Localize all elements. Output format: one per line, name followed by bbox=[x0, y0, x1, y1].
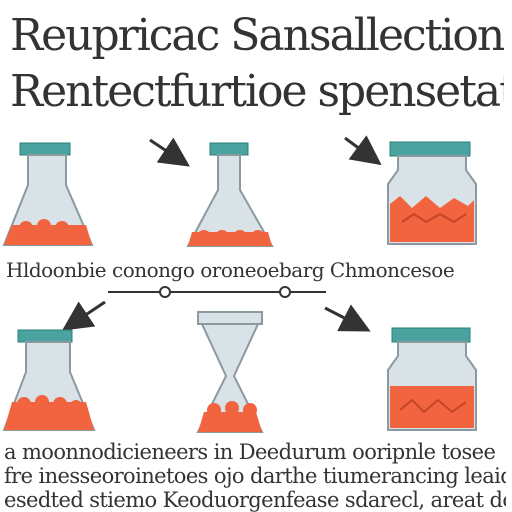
hourglass-flask-icon bbox=[196, 311, 264, 433]
jar-icon bbox=[387, 141, 477, 245]
arrow-icon bbox=[344, 135, 382, 166]
connector-line bbox=[108, 286, 326, 298]
flask-icon bbox=[2, 142, 94, 246]
arrow-icon bbox=[62, 300, 106, 331]
title-line-1: Reupricac Sansallection bbox=[10, 10, 504, 61]
footer-line-3: esedted stiemo Keoduorgenfease sdarecl, … bbox=[4, 488, 506, 512]
arrow-icon bbox=[149, 137, 190, 167]
flask-icon bbox=[186, 142, 274, 247]
flask-icon bbox=[2, 329, 96, 431]
jar-icon bbox=[387, 327, 477, 431]
footer-line-1: a moonnodicieneers in Deedurum ooripnle … bbox=[4, 440, 496, 464]
title-line-2: Rentectfurtioe spensetatio bbox=[10, 66, 504, 117]
arrow-icon bbox=[324, 304, 371, 332]
middle-label: Hldoonbie conongo oroneoebarg Chmoncesoe bbox=[6, 258, 455, 282]
footer-line-2: fre inesseoroinetoes ojo darthe tiumeran… bbox=[4, 464, 506, 488]
